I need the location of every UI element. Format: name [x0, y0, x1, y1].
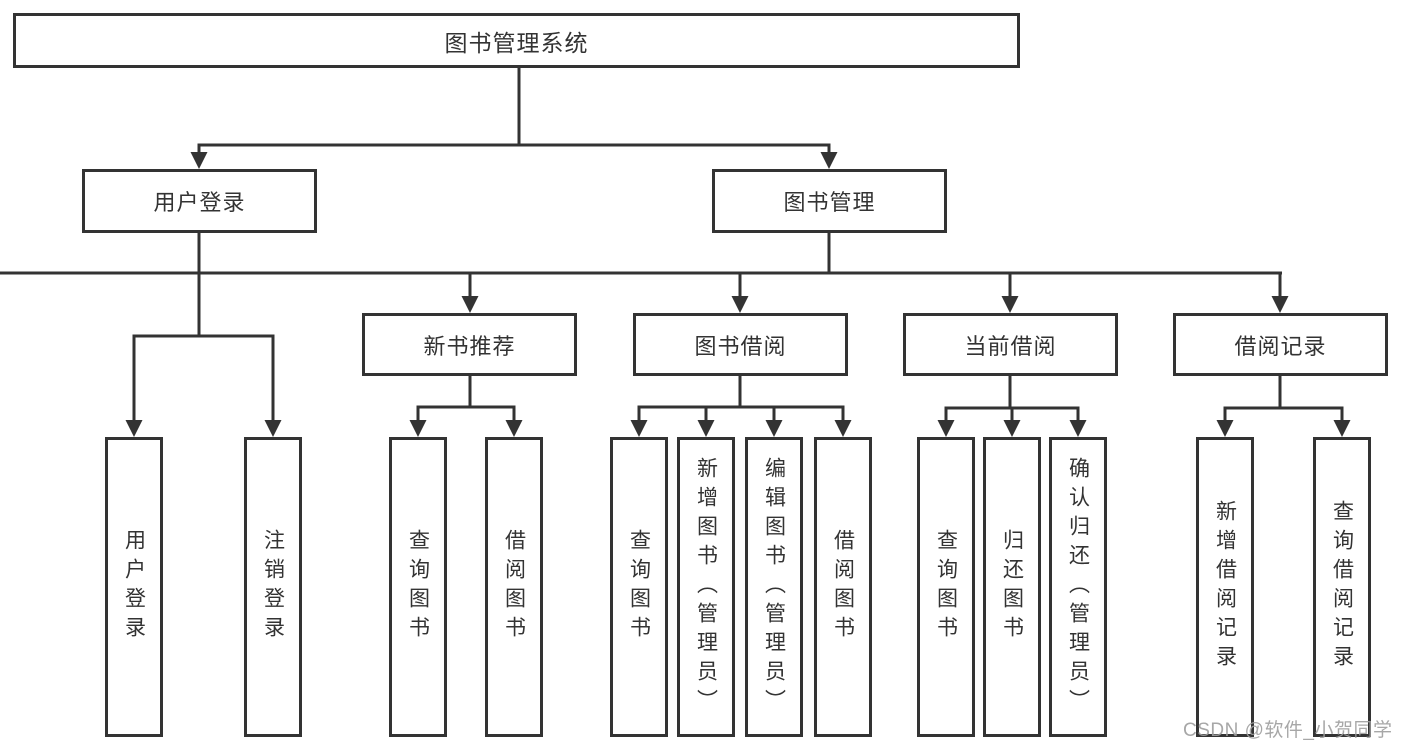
leaf-records-add-label: 新增借阅记录 [1213, 500, 1237, 674]
node-new-book-recommend: 新书推荐 [362, 313, 577, 376]
leaf-borrow-borrow: 借阅图书 [814, 437, 872, 737]
leaf-logout-label: 注销登录 [261, 529, 285, 645]
node-current-borrow-label: 当前借阅 [964, 333, 1057, 359]
leaf-current-return-label: 归还图书 [1000, 529, 1024, 645]
leaf-current-query: 查询图书 [917, 437, 975, 737]
leaf-logout: 注销登录 [244, 437, 302, 737]
node-book-management-label: 图书管理 [783, 190, 876, 215]
leaf-user-login: 用户登录 [105, 437, 163, 737]
node-book-borrow-label: 图书借阅 [694, 333, 787, 359]
leaf-borrow-add-admin: 新增图书（管理员） [677, 437, 735, 737]
leaf-borrow-edit-admin-label: 编辑图书（管理员） [762, 456, 786, 718]
leaf-current-confirm-admin-label: 确认归还（管理员） [1066, 456, 1090, 718]
leaf-borrow-query-label: 查询图书 [627, 529, 651, 645]
node-new-book-recommend-label: 新书推荐 [423, 333, 516, 359]
node-user-login: 用户登录 [82, 169, 317, 233]
leaf-records-add: 新增借阅记录 [1196, 437, 1254, 737]
leaf-user-login-label: 用户登录 [122, 529, 146, 645]
leaf-newbook-query: 查询图书 [389, 437, 447, 737]
node-borrow-records: 借阅记录 [1173, 313, 1388, 376]
leaf-borrow-query: 查询图书 [610, 437, 668, 737]
leaf-current-return: 归还图书 [983, 437, 1041, 737]
leaf-records-query-label: 查询借阅记录 [1330, 500, 1354, 674]
csdn-watermark: CSDN @软件_小贺同学 [1183, 720, 1393, 741]
leaf-borrow-add-admin-label: 新增图书（管理员） [694, 456, 718, 718]
node-book-management: 图书管理 [712, 169, 947, 233]
leaf-current-query-label: 查询图书 [934, 529, 958, 645]
node-book-borrow: 图书借阅 [633, 313, 848, 376]
leaf-newbook-query-label: 查询图书 [406, 529, 430, 645]
node-root-label: 图书管理系统 [444, 29, 589, 56]
leaf-newbook-borrow: 借阅图书 [485, 437, 543, 737]
node-current-borrow: 当前借阅 [903, 313, 1118, 376]
node-borrow-records-label: 借阅记录 [1234, 333, 1327, 359]
leaf-newbook-borrow-label: 借阅图书 [502, 529, 526, 645]
leaf-borrow-edit-admin: 编辑图书（管理员） [745, 437, 803, 737]
node-user-login-label: 用户登录 [153, 190, 246, 215]
leaf-records-query: 查询借阅记录 [1313, 437, 1371, 737]
leaf-current-confirm-admin: 确认归还（管理员） [1049, 437, 1107, 737]
leaf-borrow-borrow-label: 借阅图书 [831, 529, 855, 645]
node-root: 图书管理系统 [13, 13, 1020, 68]
